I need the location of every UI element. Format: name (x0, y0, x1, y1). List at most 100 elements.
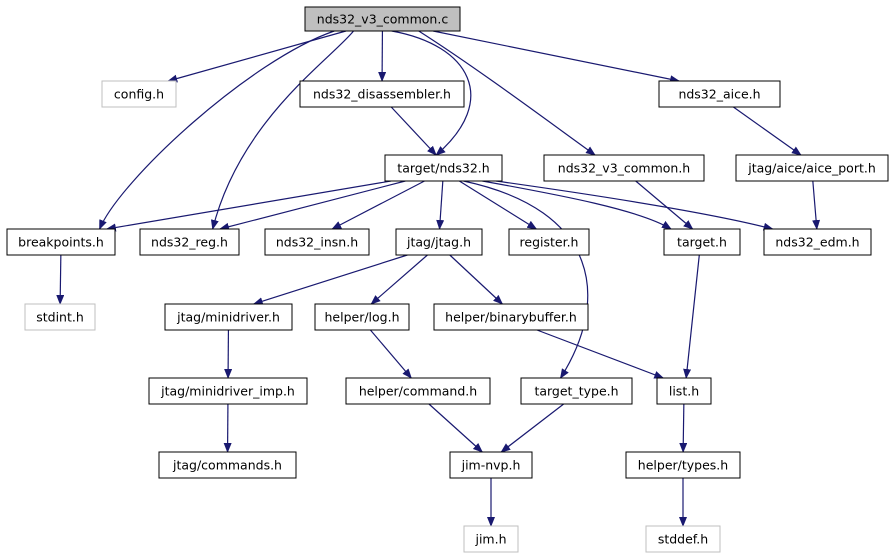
node-label-v3common_h: nds32_v3_common.h (558, 161, 690, 176)
node-disasm[interactable]: nds32_disassembler.h (299, 80, 465, 108)
node-box-stdint (24, 303, 96, 331)
node-box-jtag (395, 228, 483, 256)
node-list[interactable]: list.h (656, 377, 712, 405)
edge-root-to-nds32_reg (210, 30, 355, 230)
node-nds32_reg[interactable]: nds32_reg.h (139, 228, 240, 256)
edge-jtag-to-binbuf (449, 254, 504, 305)
node-box-binbuf (433, 303, 589, 331)
node-box-minidriver (164, 303, 293, 331)
node-breakpoints[interactable]: breakpoints.h (6, 228, 116, 256)
node-label-aice: nds32_aice.h (678, 87, 760, 102)
node-jtag[interactable]: jtag/jtag.h (395, 228, 483, 256)
node-command[interactable]: helper/command.h (345, 377, 491, 405)
node-label-minidriver: jtag/minidriver.h (176, 310, 280, 325)
node-label-target_type: target_type.h (534, 384, 618, 399)
node-box-aice_port (735, 154, 889, 182)
node-commands[interactable]: jtag/commands.h (158, 451, 297, 479)
node-box-root (304, 6, 461, 32)
node-box-nds32_insn (264, 228, 370, 256)
edge-jtag-to-log (370, 254, 428, 305)
node-label-nds32_reg: nds32_reg.h (151, 235, 228, 250)
edge-binbuf-to-list (536, 329, 665, 379)
node-config: config.h (101, 80, 177, 108)
node-register[interactable]: register.h (508, 228, 590, 256)
edge-target_nds32-to-nds32_reg (219, 180, 406, 231)
node-box-types (625, 451, 741, 479)
node-log[interactable]: helper/log.h (314, 303, 410, 331)
node-binbuf[interactable]: helper/binarybuffer.h (433, 303, 589, 331)
node-box-log (314, 303, 410, 331)
edge-list-to-types (679, 403, 688, 453)
node-box-target_type (520, 377, 633, 405)
node-box-minidriver_imp (148, 377, 308, 405)
edge-target-to-list (683, 254, 700, 379)
node-aice_port[interactable]: jtag/aice/aice_port.h (735, 154, 889, 182)
node-label-target: target.h (677, 235, 727, 250)
edge-aice-to-aice_port (733, 106, 802, 156)
node-minidriver_imp[interactable]: jtag/minidriver_imp.h (148, 377, 308, 405)
edge-target_nds32-to-jtag (436, 180, 445, 230)
node-jim: jim.h (463, 525, 519, 553)
node-box-jimnvp (449, 451, 533, 479)
edge-target_type-to-jimnvp (500, 403, 565, 453)
node-box-list (656, 377, 712, 405)
edge-target_nds32-to-target (482, 180, 672, 230)
node-label-nds32_insn: nds32_insn.h (276, 235, 358, 250)
node-box-v3common_h (543, 154, 705, 182)
node-stdint: stdint.h (24, 303, 96, 331)
node-label-aice_port: jtag/aice/aice_port.h (747, 161, 876, 176)
node-target_nds32[interactable]: target/nds32.h (384, 154, 503, 182)
node-label-register: register.h (520, 235, 579, 250)
node-label-stdint: stdint.h (36, 310, 84, 325)
edge-root-to-breakpoints (99, 30, 335, 230)
node-nds32_insn[interactable]: nds32_insn.h (264, 228, 370, 256)
node-edm[interactable]: nds32_edm.h (763, 228, 872, 256)
node-label-jim: jim.h (474, 532, 506, 547)
edge-target_nds32-to-target_type (463, 180, 589, 379)
node-jimnvp[interactable]: jim-nvp.h (449, 451, 533, 479)
node-minidriver[interactable]: jtag/minidriver.h (164, 303, 293, 331)
node-root[interactable]: nds32_v3_common.c (304, 6, 461, 32)
node-target_type[interactable]: target_type.h (520, 377, 633, 405)
node-box-disasm (299, 80, 465, 108)
node-aice[interactable]: nds32_aice.h (658, 80, 781, 108)
node-box-target_nds32 (384, 154, 503, 182)
node-label-commands: jtag/commands.h (172, 458, 282, 473)
node-target[interactable]: target.h (663, 228, 741, 256)
node-box-aice (658, 80, 781, 108)
edge-root-to-aice (432, 30, 681, 84)
edge-root-to-target_nds32 (391, 30, 472, 156)
edge-v3common_h-to-target (635, 180, 694, 230)
node-box-breakpoints (6, 228, 116, 256)
node-label-log: helper/log.h (324, 310, 399, 325)
node-label-stddef: stddef.h (658, 532, 708, 547)
node-box-command (345, 377, 491, 405)
edge-target_nds32-to-register (459, 180, 538, 230)
node-label-config: config.h (114, 87, 164, 102)
edges-layer (56, 30, 821, 527)
node-box-target (663, 228, 741, 256)
edge-target_nds32-to-edm (495, 180, 774, 231)
edge-target_nds32-to-nds32_insn (331, 180, 425, 230)
node-box-jim (463, 525, 519, 553)
edge-log-to-command (369, 329, 412, 379)
node-label-binbuf: helper/binarybuffer.h (445, 310, 577, 325)
node-label-target_nds32: target/nds32.h (397, 161, 489, 176)
edge-root-to-v3common_h (418, 30, 596, 156)
nodes-layer: nds32_v3_common.c config.h nds32_disassemb… (6, 6, 889, 553)
edge-target_nds32-to-breakpoints (105, 180, 392, 232)
node-label-types: helper/types.h (638, 458, 728, 473)
edge-breakpoints-to-stdint (56, 254, 65, 305)
node-label-command: helper/command.h (359, 384, 477, 399)
node-label-breakpoints: breakpoints.h (18, 235, 104, 250)
node-types[interactable]: helper/types.h (625, 451, 741, 479)
node-label-minidriver_imp: jtag/minidriver_imp.h (160, 384, 295, 399)
edge-aice_port-to-edm (812, 180, 821, 230)
node-box-config (101, 80, 177, 108)
node-v3common_h[interactable]: nds32_v3_common.h (543, 154, 705, 182)
node-label-jimnvp: jim-nvp.h (461, 458, 521, 473)
node-stddef: stddef.h (645, 525, 721, 553)
node-label-root: nds32_v3_common.c (317, 12, 449, 27)
edge-jtag-to-minidriver (252, 254, 408, 306)
